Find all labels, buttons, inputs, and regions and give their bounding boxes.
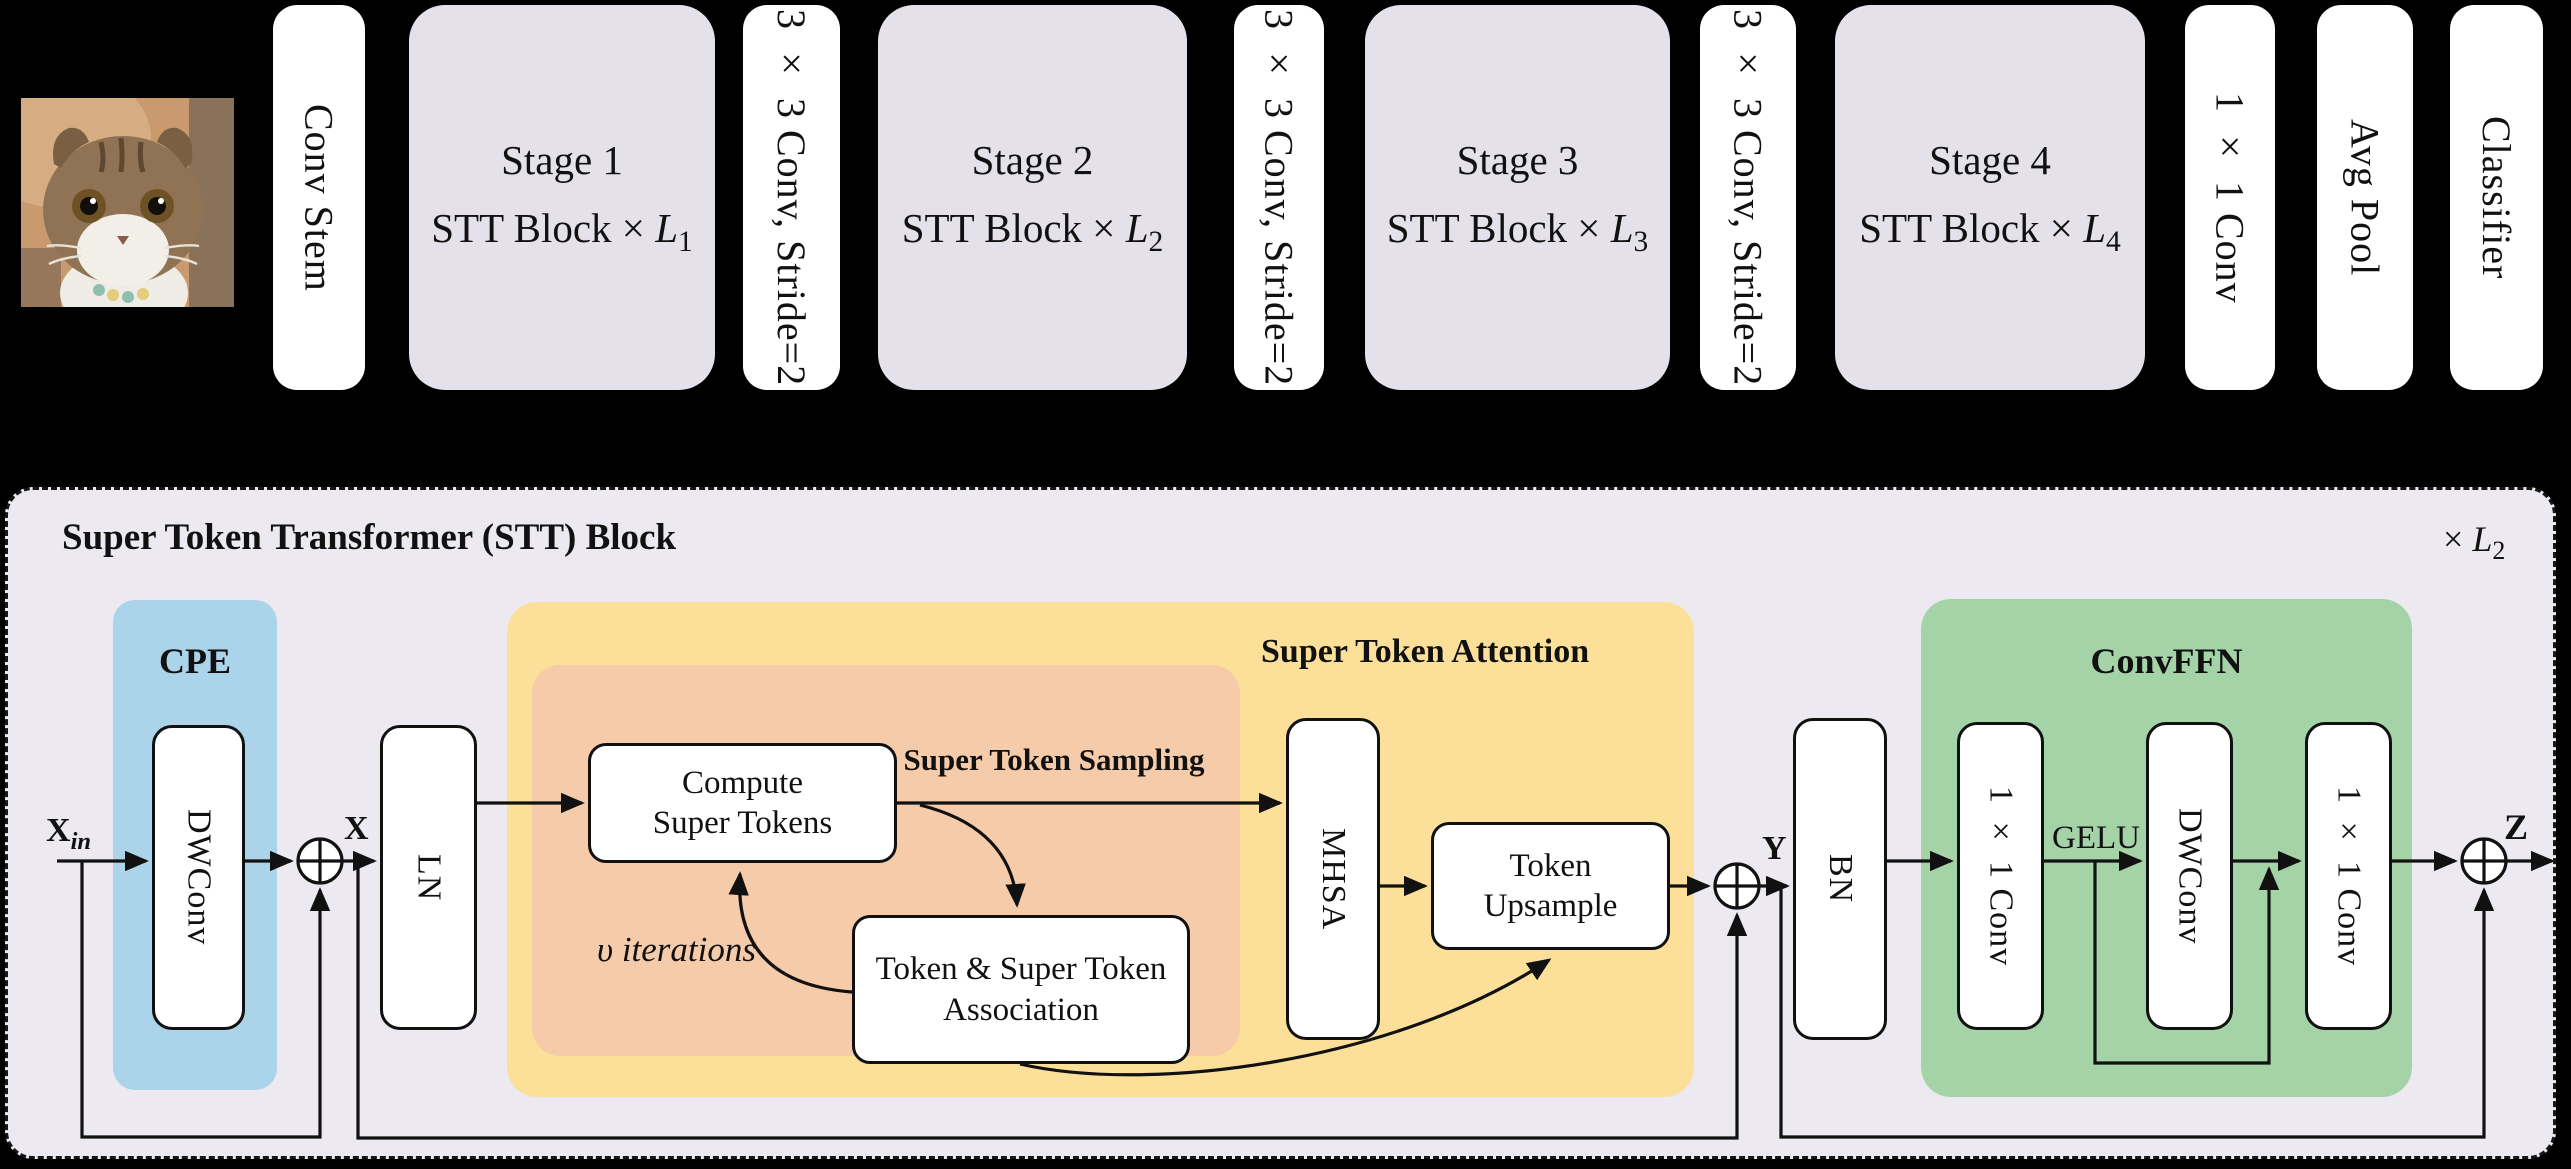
downsample-2-label: 3 × 3 Conv, Stride=2 [1256, 8, 1302, 387]
head-conv-label: 1 × 1 Conv [2207, 91, 2253, 304]
downsample-2-box: 3 × 3 Conv, Stride=2 [1234, 5, 1324, 390]
stt-block-multiplier: × L2 [2443, 519, 2506, 566]
ffn-conv2-box: 1 × 1 Conv [2305, 722, 2392, 1030]
stage-4-blocks: STT Block × L4 [1859, 204, 2121, 259]
conv-stem-label: Conv Stem [296, 103, 342, 292]
stage-4-title: Stage 4 [1929, 136, 2051, 183]
stt-block-title: Super Token Transformer (STT) Block [62, 517, 677, 558]
avg-pool-box: Avg Pool [2317, 5, 2413, 390]
stage-2-blocks: STT Block × L2 [901, 204, 1164, 259]
cpe-group-label: CPE [159, 641, 231, 681]
cat-illustration [21, 98, 234, 307]
stage-1-blocks: STT Block × L1 [431, 204, 693, 259]
stage-4-box: Stage 4 STT Block × L4 [1835, 5, 2145, 390]
y-signal-label: Y [1762, 830, 1787, 867]
z-signal-label: Z [2504, 807, 2529, 847]
stage-3-title: Stage 3 [1456, 136, 1579, 183]
layer-norm-box: LN [380, 725, 477, 1030]
avg-pool-label: Avg Pool [2342, 118, 2388, 277]
cpe-dwconv-box: DWConv [152, 725, 245, 1030]
classifier-box: Classifier [2450, 5, 2543, 390]
ffn-dwconv-box: DWConv [2146, 722, 2233, 1030]
downsample-3-label: 3 × 3 Conv, Stride=2 [1725, 8, 1771, 387]
classifier-label: Classifier [2474, 115, 2519, 280]
ffn-conv2-label: 1 × 1 Conv [2330, 785, 2368, 967]
ffn-conv1-label: 1 × 1 Conv [1982, 785, 2020, 967]
stage-1-title: Stage 1 [501, 136, 623, 183]
downsample-1-label: 3 × 3 Conv, Stride=2 [769, 8, 814, 387]
cpe-dwconv-label: DWConv [180, 809, 218, 946]
mhsa-box: MHSA [1286, 718, 1380, 1040]
super-token-attention-label: Super Token Attention [1261, 633, 1590, 670]
downsample-3-box: 3 × 3 Conv, Stride=2 [1700, 5, 1796, 390]
layer-norm-label: LN [410, 853, 448, 902]
batch-norm-label: BN [1822, 854, 1859, 904]
conv-stem-box: Conv Stem [273, 5, 365, 390]
downsample-1-box: 3 × 3 Conv, Stride=2 [743, 5, 840, 390]
ffn-conv1-box: 1 × 1 Conv [1957, 722, 2044, 1030]
head-conv-box: 1 × 1 Conv [2185, 5, 2275, 390]
input-cat-image [21, 98, 234, 307]
mhsa-label: MHSA [1315, 827, 1352, 931]
stage-2-box: Stage 2 STT Block × L2 [878, 5, 1187, 390]
batch-norm-box: BN [1793, 718, 1887, 1040]
gelu-label: GELU [2052, 820, 2140, 856]
stage-1-box: Stage 1 STT Block × L1 [409, 5, 715, 390]
x-signal-label: X [344, 810, 369, 847]
ffn-dwconv-label: DWConv [2171, 807, 2209, 945]
stage-3-box: Stage 3 STT Block × L3 [1365, 5, 1670, 390]
super-token-sampling-label: Super Token Sampling [903, 742, 1205, 777]
iterations-label: υ iterations [597, 930, 756, 969]
convffn-group-label: ConvFFN [2090, 641, 2243, 681]
stage-2-title: Stage 2 [971, 136, 1094, 183]
stage-3-blocks: STT Block × L3 [1386, 204, 1649, 259]
x-in-signal-label: Xin [46, 812, 91, 855]
